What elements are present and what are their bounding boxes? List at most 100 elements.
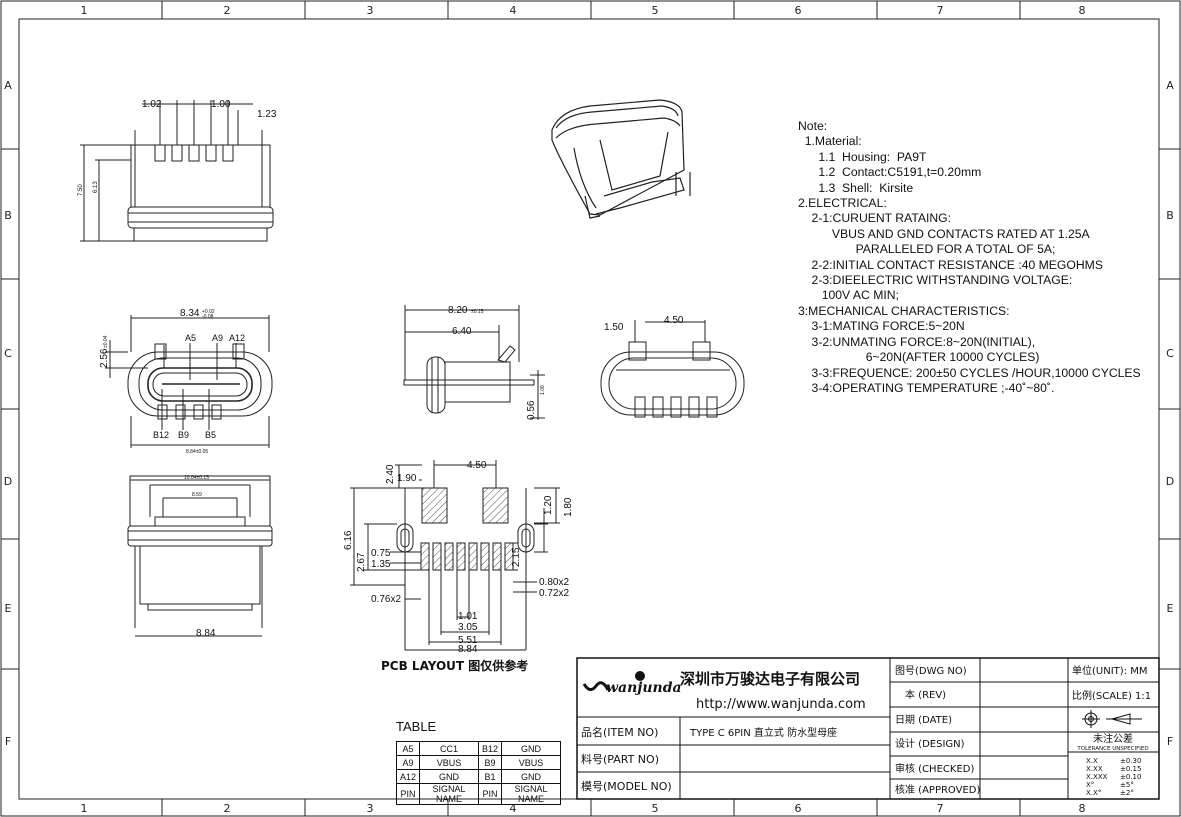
- dim-label: +0.02: [202, 309, 215, 315]
- tolerance-key: X.X°: [1086, 789, 1101, 797]
- dim-label: 2.15: [511, 547, 522, 567]
- checked-label: 审核 (CHECKED): [895, 762, 974, 775]
- note-line: 2-3:DIEELECTRIC WITHSTANDING VOLTAGE:: [798, 273, 1073, 288]
- svg-text:wanjunda: wanjunda: [606, 680, 682, 696]
- note-line: 3-3:FREQUENCE: 200±50 CYCLES /HOUR,10000…: [798, 365, 1141, 380]
- dim-label: 8.20: [448, 305, 468, 316]
- dim-label: 1.23: [257, 109, 277, 120]
- dim-label: 0.80x2: [539, 577, 569, 588]
- note-line: Note:: [798, 119, 828, 133]
- dim-label: 0.76x2: [371, 594, 401, 605]
- tolerance-key: X°: [1086, 781, 1094, 789]
- top-view: [80, 100, 274, 242]
- tolerance-value: ±0.15: [1120, 765, 1141, 773]
- model-label: 模号(MODEL NO): [581, 780, 672, 793]
- pin-label: B12: [153, 430, 169, 440]
- part-label: 料号(PART NO): [581, 752, 659, 766]
- bottom-view: [127, 475, 273, 637]
- approved-label: 核准 (APPROVED): [895, 783, 980, 796]
- dim-label: 8.34: [180, 308, 200, 319]
- pin-label: A12: [229, 333, 245, 343]
- table-cell: A12: [395, 769, 421, 784]
- col-label: 4: [510, 4, 517, 17]
- notes-block: Note: 1.Material: 1.1 Housing: PA9T 1.2 …: [798, 119, 1168, 396]
- row-label: E: [5, 602, 12, 615]
- note-line: 2-1:CURUENT RATAING:: [798, 211, 952, 226]
- dim-label: 8.84: [196, 628, 216, 639]
- dim-label: 8.84±0.05: [186, 449, 208, 455]
- dim-label: 1.35: [371, 559, 391, 570]
- tolerance-value: ±0.30: [1120, 757, 1141, 765]
- dim-label: 0.75: [371, 548, 391, 559]
- dim-label: ±0.15: [471, 309, 484, 315]
- pcb-layout: [350, 460, 560, 651]
- dim-label: 6.13: [93, 181, 99, 193]
- table-cell: SIGNAL NAME: [419, 783, 480, 805]
- dim-label: -0.08: [202, 314, 214, 320]
- dim-label: ±0.04: [103, 335, 109, 348]
- note-line: VBUS AND GND CONTACTS RATED AT 1.25A: [798, 226, 1090, 241]
- tolerance-key: X.XX: [1086, 765, 1103, 773]
- design-label: 设计 (DESIGN): [895, 737, 965, 750]
- front-view: [105, 315, 273, 448]
- company-name: 深圳市万骏达电子有限公司: [680, 670, 860, 688]
- dim-label: 2.40: [385, 464, 396, 484]
- note-line: 3:MECHANICAL CHARACTERISTICS:: [798, 303, 1010, 318]
- dim-label: 1.02: [142, 99, 162, 110]
- dim-label: 1.08: [540, 385, 546, 395]
- signal-table: A5 CC1 B12 GND A9 VBUS B9 VBUS A12 GND B…: [395, 741, 562, 805]
- dim-label: 2.67: [356, 552, 367, 572]
- pin-label: A9: [212, 333, 223, 343]
- pin-label: A5: [185, 333, 196, 343]
- col-label: 6: [795, 802, 802, 815]
- dim-label: 8.84: [458, 644, 478, 655]
- dim-label: 1.90: [397, 473, 417, 484]
- table-cell: B9: [478, 755, 503, 770]
- dim-label: 5.51: [458, 635, 478, 646]
- dim-label: 3.05: [458, 622, 478, 633]
- tolerance-value: ±2°: [1120, 789, 1134, 797]
- note-line: PARALLELED FOR A TOTAL OF 5A;: [798, 242, 1056, 257]
- row-label: A: [4, 79, 12, 92]
- dim-label: 6.16: [343, 530, 354, 550]
- end-view: [600, 320, 745, 418]
- table-cell: VBUS: [419, 755, 480, 770]
- col-label: 3: [367, 802, 374, 815]
- note-line: 1.1 Housing: PA9T: [798, 149, 927, 164]
- note-line: 1.2 Contact:C5191,t=0.20mm: [798, 165, 982, 180]
- row-label: C: [4, 347, 12, 360]
- table-cell: B12: [478, 741, 503, 756]
- table-cell: SIGNAL NAME: [501, 783, 562, 805]
- note-line: 3-4:OPERATING TEMPERATURE ;-40˚~80˚.: [798, 380, 1055, 395]
- col-label: 8: [1079, 802, 1086, 815]
- table-cell: GND: [419, 769, 480, 784]
- rev-label: 本 (REV): [905, 688, 946, 701]
- note-line: 6~20N(AFTER 10000 CYCLES): [798, 350, 1040, 365]
- table-cell: PIN: [395, 783, 421, 805]
- date-label: 日期 (DATE): [895, 714, 952, 726]
- row-label: B: [1166, 209, 1174, 222]
- table-cell: A9: [395, 755, 421, 770]
- table-row: A12 GND B1 GND: [395, 769, 562, 784]
- side-view: [403, 305, 545, 420]
- pin-label: B5: [205, 430, 216, 440]
- scale-label: 比例(SCALE) 1:1: [1072, 689, 1151, 702]
- signal-table-title: TABLE: [396, 719, 437, 734]
- dim-label: 6.40: [452, 326, 472, 337]
- dim-label: 7.50: [78, 184, 84, 196]
- col-label: 3: [367, 4, 374, 17]
- tolerance-subtitle: TOLERANCE UNSPECIFIED: [1076, 746, 1148, 752]
- col-label: 5: [652, 802, 659, 815]
- dim-label: 4.50: [467, 460, 487, 471]
- note-line: 1.3 Shell: Kirsite: [798, 180, 914, 195]
- col-label: 8: [1079, 4, 1086, 17]
- tolerance-value: ±0.10: [1120, 773, 1141, 781]
- tolerance-title: 未注公差: [1093, 732, 1133, 745]
- dim-label: 10.04±0.15: [184, 475, 209, 481]
- row-label: C: [1166, 347, 1174, 360]
- row-label: F: [5, 735, 11, 748]
- item-value: TYPE C 6PIN 直立式 防水型母座: [689, 726, 837, 739]
- table-cell: PIN: [478, 783, 503, 805]
- note-line: 3-2:UNMATING FORCE:8~20N(INITIAL),: [798, 334, 1036, 349]
